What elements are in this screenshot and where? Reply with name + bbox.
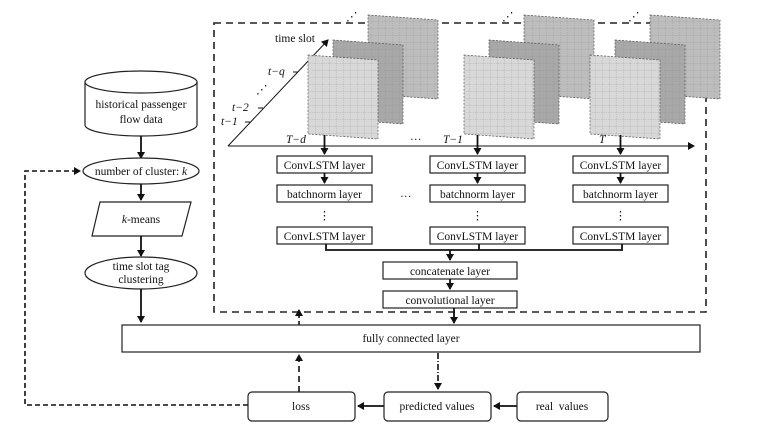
- group-label-t-d: T−d: [286, 134, 306, 146]
- loss-box: [247, 391, 356, 422]
- database-label-1: historical passenger: [95, 99, 186, 111]
- tag-clustering-node: time slot tag clustering: [84, 256, 198, 290]
- layer-label: ConvLSTM layer: [284, 231, 366, 243]
- grid-stack-1: ⋰: [463, 11, 595, 140]
- kmeans-label: -means: [127, 214, 161, 226]
- fully-connected-layer-box: [121, 324, 701, 353]
- stack-ellipsis: ⋰: [346, 11, 358, 23]
- group-label-t: T: [599, 134, 607, 146]
- layer-label: ConvLSTM layer: [437, 231, 519, 243]
- cluster-number-label: number of cluster:: [95, 166, 182, 178]
- layer-label: ConvLSTM layer: [580, 160, 662, 172]
- tick-ellipsis: ⋰: [256, 84, 268, 96]
- spatiotemporal-module-frame: [213, 22, 707, 313]
- fully-connected-layer-label: fully connected layer: [362, 333, 459, 345]
- feedback-loop-arrow: [24, 167, 248, 406]
- svg-text:number of cluster: k: number of cluster: k: [95, 166, 188, 178]
- cluster-number-node: number of cluster: k: [82, 157, 200, 185]
- convolutional-layer-label: convolutional layer: [405, 295, 494, 307]
- time-slot-label: time slot: [275, 33, 316, 45]
- layer-box: [429, 226, 526, 245]
- grid-lines: [464, 55, 534, 139]
- cluster-number-var: k: [182, 166, 188, 178]
- grid-stack-0: ⋰: [307, 11, 439, 140]
- tick-t-q: t−q: [268, 66, 285, 78]
- layer-label: ConvLSTM layer: [580, 231, 662, 243]
- column-gap-ellipsis: …: [400, 188, 412, 200]
- tag-clustering-label-1: time slot tag: [113, 261, 170, 273]
- database-node: historical passenger flow data: [84, 70, 198, 137]
- layer-box: [572, 226, 669, 245]
- column-0: ConvLSTM layer batchnorm layer ⋮ ConvLSTM l…: [276, 135, 373, 245]
- column-1: ConvLSTM layer batchnorm layer ⋮ ConvLSTM l…: [429, 135, 526, 245]
- kmeans-node: k-means: [91, 201, 192, 237]
- column-2: ConvLSTM layer batchnorm layer ⋮ ConvLSTM l…: [572, 135, 669, 245]
- layer-label: ConvLSTM layer: [437, 160, 519, 172]
- kmeans-var: k: [122, 214, 128, 226]
- layer-label: ConvLSTM layer: [284, 160, 366, 172]
- convolutional-layer-box: [382, 290, 518, 309]
- grid-lines: [590, 55, 660, 139]
- tick-t-1: t−1: [221, 116, 238, 128]
- group-ellipsis: …: [410, 131, 422, 143]
- stack-ellipsis: ⋰: [628, 11, 640, 23]
- layer-box: [276, 226, 373, 245]
- layer-box: [276, 184, 373, 203]
- layer-ellipsis: ⋮: [319, 210, 331, 222]
- layer-label: batchnorm layer: [440, 189, 515, 201]
- layer-label: batchnorm layer: [287, 189, 362, 201]
- convlstm-columns: ConvLSTM layer batchnorm layer ⋮ ConvLSTM l…: [276, 135, 669, 245]
- group-label-t-1: T−1: [443, 134, 463, 146]
- grid-lines: [308, 55, 378, 139]
- predicted-values-box: [383, 391, 492, 422]
- tick-t-2: t−2: [232, 102, 249, 114]
- layer-box: [429, 184, 526, 203]
- layer-box: [572, 184, 669, 203]
- svg-text:k-means: k-means: [122, 214, 161, 226]
- layer-ellipsis: ⋮: [615, 210, 627, 222]
- grid-stacks: ⋰ ⋰ ⋰: [307, 11, 721, 140]
- grid-stack-2: ⋰: [589, 11, 721, 140]
- tag-clustering-label-2: clustering: [118, 274, 164, 286]
- real-values-label: real values: [536, 401, 589, 413]
- layer-ellipsis: ⋮: [472, 210, 484, 222]
- database-label-2: flow data: [119, 114, 162, 126]
- concatenate-layer-label: concatenate layer: [410, 266, 490, 278]
- layer-label: batchnorm layer: [583, 189, 658, 201]
- stack-ellipsis: ⋰: [502, 11, 514, 23]
- loss-label: loss: [292, 401, 310, 413]
- real-values-box: [516, 391, 609, 422]
- predicted-values-label: predicted values: [399, 401, 475, 413]
